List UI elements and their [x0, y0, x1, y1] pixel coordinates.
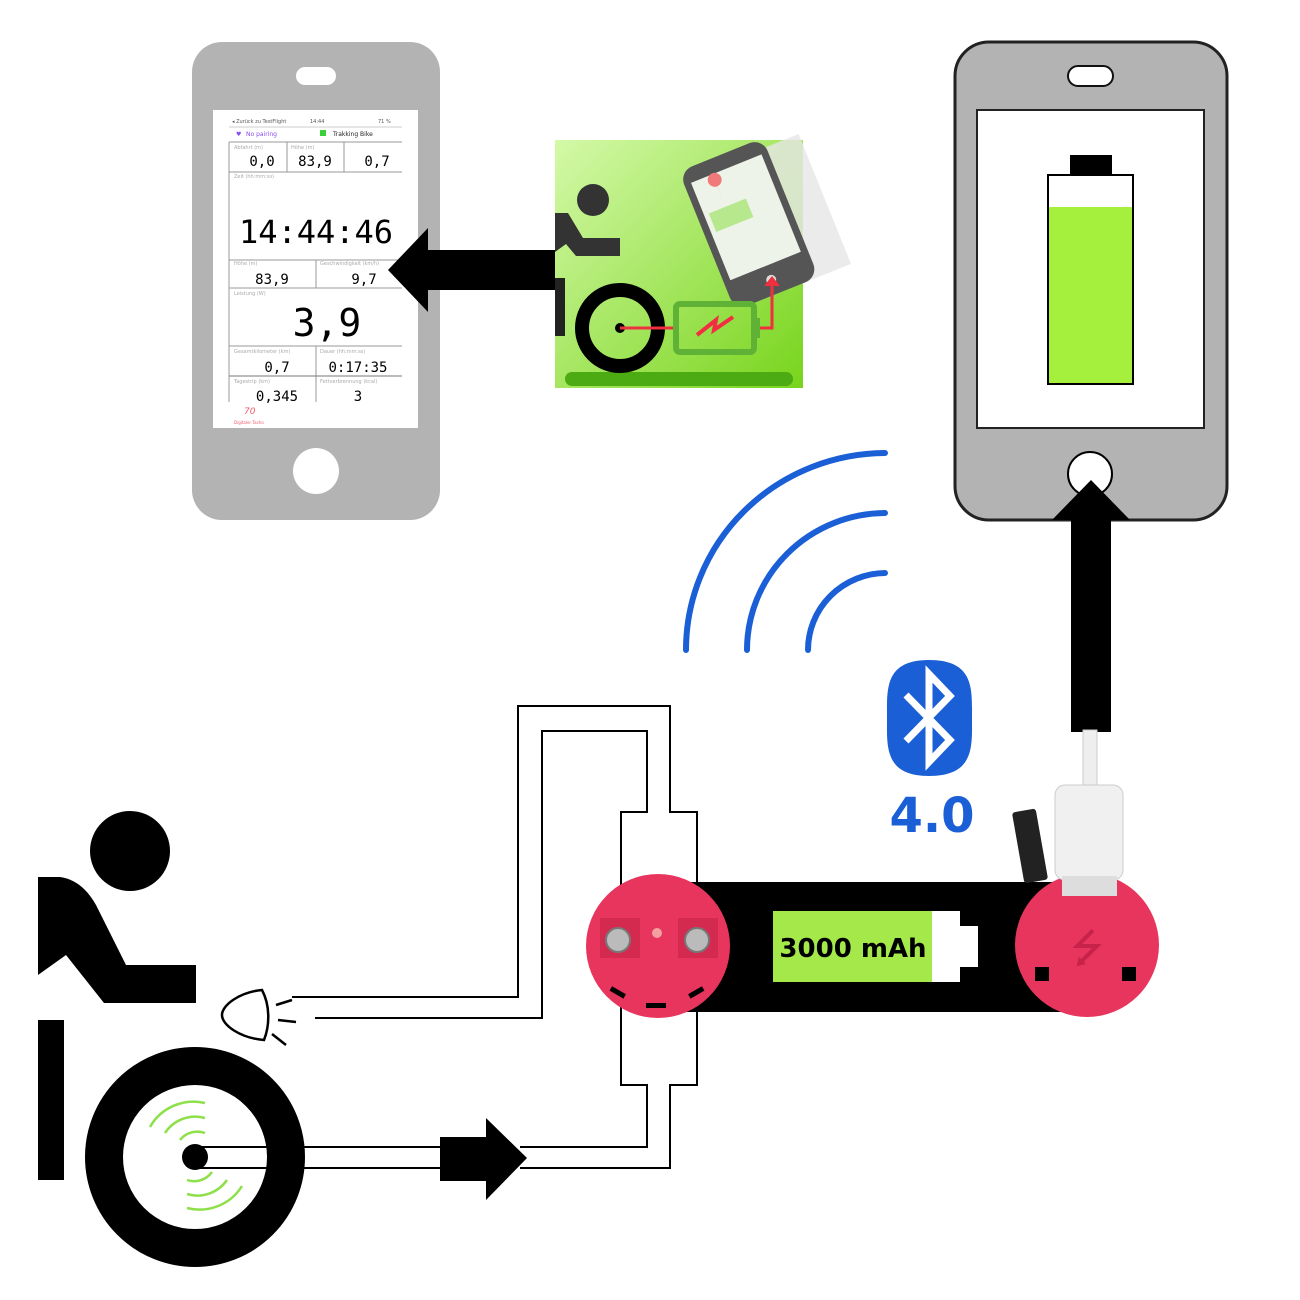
arrow-left-icon: [388, 228, 560, 312]
screw-icon: [684, 927, 710, 953]
capacity-label: 3000 mAh: [779, 934, 926, 964]
label-calories: Fettverbrennung (kcal): [320, 379, 377, 385]
dynamo-connector: [586, 874, 730, 1018]
map-phone-icon: [683, 134, 852, 307]
label-hoehe: Höhe (m): [291, 145, 314, 151]
cyclist-icon: [38, 811, 305, 1267]
arrow-up-icon: [1052, 480, 1130, 732]
value-third: 0,7: [364, 154, 389, 170]
value-abfahrt: 0,0: [249, 154, 274, 170]
label-power: Leistung (W): [234, 291, 266, 297]
value-speed: 9,7: [351, 272, 376, 288]
label-zeit: Zeit (hh:mm:ss): [234, 174, 274, 180]
screw-icon: [605, 927, 631, 953]
label-daytrip: Tagestrip (km): [233, 379, 270, 385]
wheel-icon: [85, 1047, 305, 1267]
status-battery: 71 %: [378, 119, 391, 125]
right-phone: [953, 40, 1229, 522]
speaker-icon: [1067, 65, 1114, 87]
value-daytrip: 0,345: [256, 389, 298, 405]
usb-cable[interactable]: [1012, 729, 1124, 896]
status-time: 14:44: [310, 119, 324, 125]
label-speed: Geschwindigkeit (km/h): [320, 261, 379, 267]
battery-pack: 3000 mAh ⭍: [586, 873, 1159, 1018]
value-power: 3,9: [293, 301, 362, 345]
tab-tacho[interactable]: Digitaler Tacho: [234, 420, 264, 425]
checkbox-icon[interactable]: [320, 130, 326, 136]
wireless-signal-icon: [683, 450, 888, 653]
home-button[interactable]: [293, 448, 339, 494]
heart-icon: ♥: [236, 131, 241, 138]
label-hoehe-2: Höhe (m): [234, 261, 257, 267]
value-calories: 3: [354, 389, 362, 405]
app-icon: [555, 134, 852, 388]
label-abfahrt: Abfahrt (m): [234, 145, 263, 151]
left-phone: ◂ Zurück zu TestFlight 14:44 71 % ♥ No p…: [192, 42, 440, 520]
usb-cap: [1012, 808, 1048, 884]
value-total-km: 0,7: [264, 360, 289, 376]
value-time: 14:44:46: [239, 213, 393, 251]
bike-name: Trakking Bike: [332, 131, 373, 138]
app-screen: ◂ Zurück zu TestFlight 14:44 71 % ♥ No p…: [228, 119, 402, 425]
pairing-status[interactable]: No pairing: [246, 131, 277, 138]
capacity-label-bg: [773, 911, 932, 982]
value-hoehe: 83,9: [298, 154, 332, 170]
status-back[interactable]: ◂ Zurück zu TestFlight: [232, 119, 286, 125]
arrow-right-icon: [440, 1118, 527, 1200]
usb-icon: ⭍: [1070, 926, 1103, 972]
cable-wires: [195, 705, 698, 1169]
value-duration: 0:17:35: [328, 360, 387, 376]
bluetooth-version: 4.0: [889, 788, 974, 844]
headlight-icon: [220, 988, 297, 1046]
value-hoehe-2: 83,9: [255, 272, 289, 288]
battery-charging-icon: [1047, 155, 1134, 385]
label-total-km: Gesamtkilometer (km): [234, 349, 291, 355]
tacho-tab-icon[interactable]: 70: [244, 407, 256, 417]
speaker-icon: [296, 67, 336, 85]
bluetooth-icon: [886, 660, 973, 776]
label-duration: Dauer (hh:mm:ss): [320, 349, 365, 355]
